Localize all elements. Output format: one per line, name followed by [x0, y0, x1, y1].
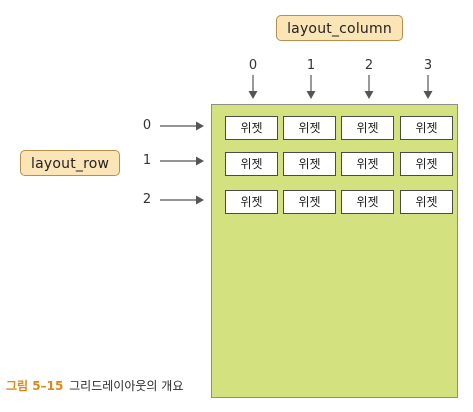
widget-cell-r0-c3: 위젯: [400, 116, 453, 140]
column-index-0: 0: [248, 58, 258, 73]
row-2-arrow-icon: [160, 195, 204, 205]
row-1-arrow-icon: [160, 156, 204, 166]
widget-cell-r0-c1: 위젯: [283, 116, 336, 140]
column-0-arrow-icon: [248, 75, 258, 99]
row-index-0: 0: [142, 118, 152, 133]
figure-caption-text: 그리드레이아웃의 개요: [69, 379, 184, 393]
figure-number: 그림 5–15: [6, 379, 64, 393]
column-index-2: 2: [364, 58, 374, 73]
widget-cell-r1-c3: 위젯: [400, 152, 453, 176]
column-index-3: 3: [423, 58, 433, 73]
widget-cell-r1-c2: 위젯: [341, 152, 394, 176]
layout-row-callout: layout_row: [20, 150, 120, 176]
widget-cell-r2-c3: 위젯: [400, 190, 453, 214]
row-0-arrow-icon: [160, 121, 204, 131]
column-2-arrow-icon: [364, 75, 374, 99]
figure-caption: 그림 5–15 그리드레이아웃의 개요: [6, 377, 183, 394]
row-index-2: 2: [142, 192, 152, 207]
widget-cell-r2-c2: 위젯: [341, 190, 394, 214]
grid-layout-container: 위젯 위젯 위젯 위젯 위젯 위젯 위젯 위젯 위젯 위젯 위젯 위젯: [211, 104, 458, 398]
widget-cell-r1-c1: 위젯: [283, 152, 336, 176]
widget-cell-r1-c0: 위젯: [225, 152, 278, 176]
widget-cell-r0-c0: 위젯: [225, 116, 278, 140]
widget-cell-r2-c0: 위젯: [225, 190, 278, 214]
row-index-1: 1: [142, 153, 152, 168]
column-3-arrow-icon: [423, 75, 433, 99]
column-index-1: 1: [306, 58, 316, 73]
widget-cell-r0-c2: 위젯: [341, 116, 394, 140]
widget-cell-r2-c1: 위젯: [283, 190, 336, 214]
layout-column-callout: layout_column: [276, 15, 403, 41]
column-1-arrow-icon: [306, 75, 316, 99]
